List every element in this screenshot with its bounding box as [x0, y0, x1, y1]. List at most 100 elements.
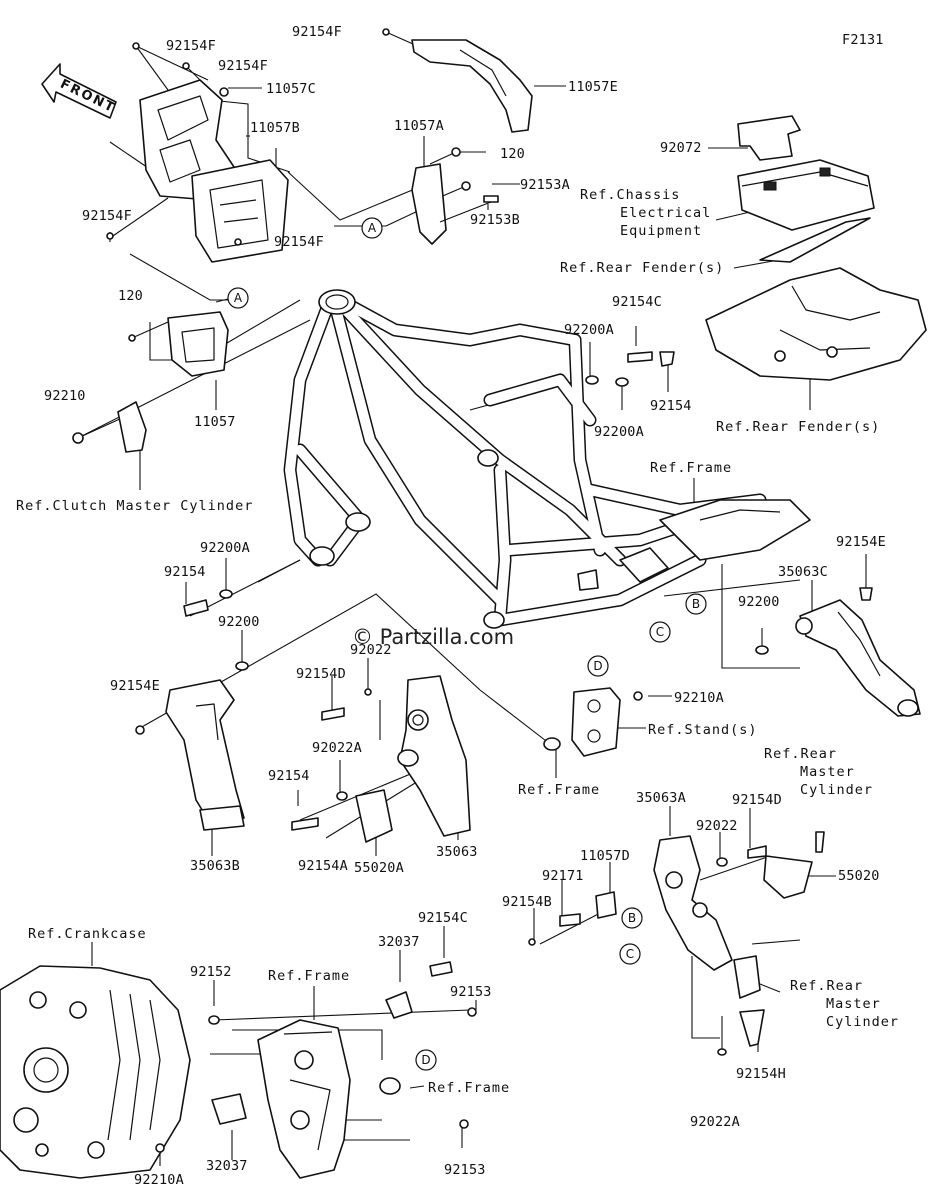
marker-c-bracket-label: C: [626, 947, 634, 961]
part-label: 92022A: [690, 1114, 740, 1130]
part-label: 11057B: [250, 120, 300, 136]
part-label: Ref.Frame: [518, 782, 600, 798]
part-label: Ref.Frame: [268, 968, 350, 984]
part-label: 92153: [450, 984, 492, 1000]
part-label: 32037: [378, 934, 420, 950]
marker-d-frame-label: D: [593, 659, 602, 673]
part-label: Ref.Rear: [790, 978, 863, 994]
stand-bracket: [543, 687, 643, 757]
marker-a-lower: [227, 287, 249, 309]
diagram-code: F2131: [842, 32, 884, 48]
part-label: Master: [800, 764, 855, 780]
part-label: 35063A: [636, 790, 686, 806]
part-label: 92154B: [502, 894, 552, 910]
marker-c-bracket: [619, 943, 641, 965]
part-label: 92200A: [564, 322, 614, 338]
watermark: © Partzilla.com: [352, 625, 514, 649]
bracket-11057e: [382, 28, 533, 133]
part-label: 92022: [350, 642, 392, 658]
part-label: 92200: [218, 614, 260, 630]
battery-group: [737, 115, 875, 263]
part-label: Ref.Frame: [650, 460, 732, 476]
part-label: 92171: [542, 868, 584, 884]
part-label: Ref.Rear Fender(s): [560, 260, 724, 276]
part-label: 32037: [206, 1158, 248, 1174]
part-label: 92153B: [470, 212, 520, 228]
marker-d-bottom: [415, 1049, 437, 1071]
part-label: Ref.Crankcase: [28, 926, 147, 942]
part-label: 92154F: [82, 208, 132, 224]
part-label: 92154F: [166, 38, 216, 54]
upper-right-hardware: [585, 351, 675, 387]
part-label: Ref.Rear: [764, 746, 837, 762]
bracket-11057a: [411, 147, 499, 245]
part-label: 11057E: [568, 79, 618, 95]
part-label: 92153A: [520, 177, 570, 193]
part-label: Ref.Rear Fender(s): [716, 419, 880, 435]
part-label: 92154E: [110, 678, 160, 694]
part-label: 92154: [164, 564, 206, 580]
part-label: 55020: [838, 868, 880, 884]
footrest-bracket-35063c: [755, 587, 921, 717]
circle-markers: A A B C D B C D: [227, 217, 707, 1071]
part-label: 92154A: [298, 858, 348, 874]
part-label: 92154F: [274, 234, 324, 250]
part-label: 11057A: [394, 118, 444, 134]
part-label: 55020A: [354, 860, 404, 876]
part-label: 92154: [268, 768, 310, 784]
footrest-bracket-35063b: [165, 679, 245, 831]
part-label: Cylinder: [826, 1014, 899, 1030]
part-label: 92154D: [296, 666, 346, 682]
part-label: Ref.Frame: [428, 1080, 510, 1096]
marker-b-bracket-label: B: [628, 911, 636, 925]
main-frame: [283, 289, 811, 629]
part-label: 92154H: [736, 1066, 786, 1082]
marker-d-frame: [587, 655, 609, 677]
marker-a-upper: [361, 217, 383, 239]
marker-b-frame-label: B: [692, 597, 700, 611]
part-label: 11057D: [580, 848, 630, 864]
part-label: 92154C: [612, 294, 662, 310]
engine-hanger-bracket: [155, 961, 477, 1179]
part-label: 11057: [194, 414, 236, 430]
part-label: Cylinder: [800, 782, 873, 798]
part-label: 120: [118, 288, 143, 304]
part-label: 120: [500, 146, 525, 162]
part-label: 11057C: [266, 81, 316, 97]
marker-c-frame-label: C: [656, 625, 664, 639]
part-label: Master: [826, 996, 881, 1012]
footrest-bracket-35063a: [528, 831, 825, 1056]
marker-d-bottom-label: D: [421, 1053, 430, 1067]
part-labels: 92154F 92154F 11057C 11057B 92154F 92154…: [16, 24, 899, 1188]
part-label: 92152: [190, 964, 232, 980]
part-label: Equipment: [620, 223, 702, 239]
front-bracket-group: [106, 42, 289, 263]
part-label: Electrical: [620, 205, 711, 221]
rear-fender: [705, 267, 927, 381]
part-label: Ref.Chassis: [580, 187, 680, 203]
marker-b-bracket: [621, 907, 643, 929]
part-label: 35063: [436, 844, 478, 860]
crankcase: [0, 965, 191, 1179]
left-middle-hardware: [135, 589, 249, 735]
marker-a-lower-label: A: [234, 291, 243, 305]
part-label: 92154C: [418, 910, 468, 926]
part-label: Ref.Clutch Master Cylinder: [16, 498, 253, 514]
bracket-92210: [72, 401, 147, 453]
part-label: 92210: [44, 388, 86, 404]
part-label: 35063C: [778, 564, 828, 580]
part-label: 92154F: [218, 58, 268, 74]
part-label: 92072: [660, 140, 702, 156]
part-label: 92154F: [292, 24, 342, 40]
marker-b-frame: [685, 593, 707, 615]
part-label: 92154: [650, 398, 692, 414]
part-label: 35063B: [190, 858, 240, 874]
part-label: 92200: [738, 594, 780, 610]
part-label: 92200A: [200, 540, 250, 556]
part-label: 92210A: [674, 690, 724, 706]
part-label: Ref.Stand(s): [648, 722, 758, 738]
part-label: 92022: [696, 818, 738, 834]
front-direction-arrow: FRONT: [41, 63, 118, 119]
marker-a-upper-label: A: [368, 221, 377, 235]
